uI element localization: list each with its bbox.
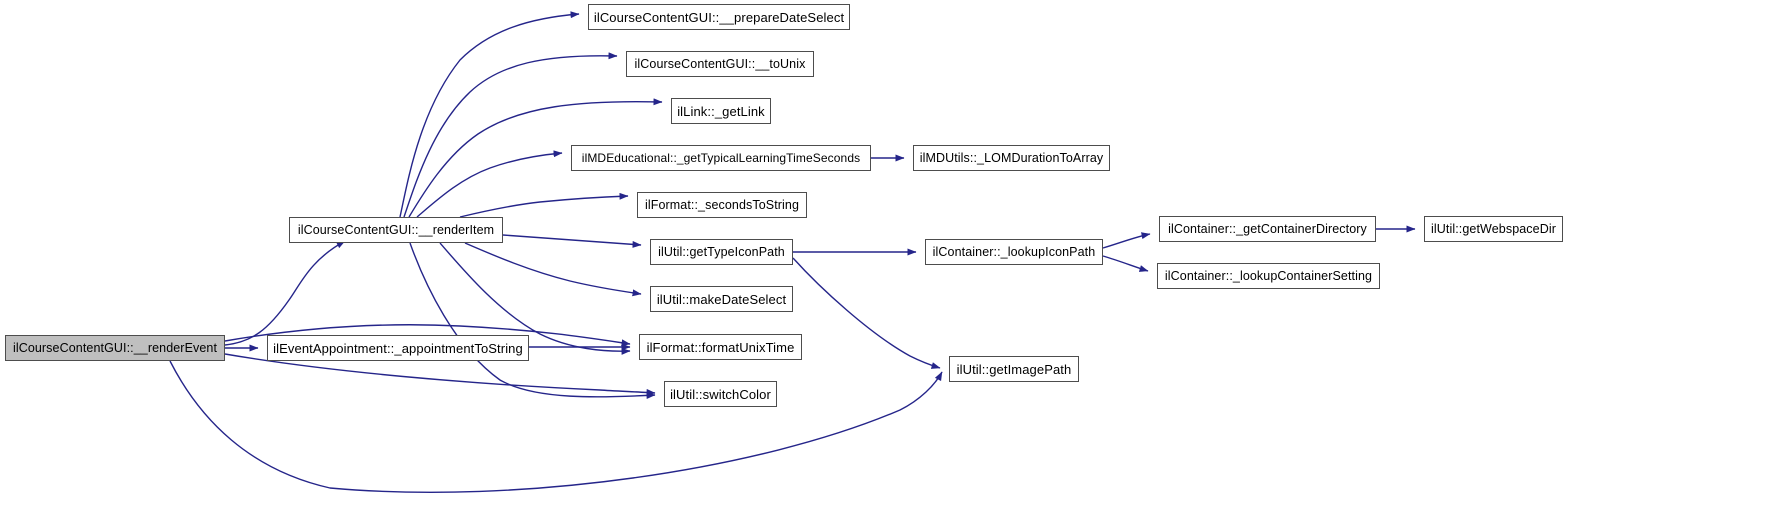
graph-node-label: ilCourseContentGUI::__renderEvent xyxy=(12,340,218,355)
graph-node-label: ilLink::_getLink xyxy=(677,103,765,119)
graph-node-switchColor[interactable]: ilUtil::switchColor xyxy=(664,381,777,407)
graph-node-label: ilCourseContentGUI::__prepareDateSelect xyxy=(593,9,845,25)
graph-node-label: ilUtil::getImagePath xyxy=(956,361,1072,377)
call-edge xyxy=(502,234,642,248)
call-edge xyxy=(403,52,618,218)
graph-node-formatUnixTime[interactable]: ilFormat::formatUnixTime xyxy=(639,334,802,360)
graph-node-label: ilMDUtils::_LOMDurationToArray xyxy=(919,150,1104,165)
graph-node-label: ilUtil::getWebspaceDir xyxy=(1431,221,1556,236)
call-edge xyxy=(169,360,943,493)
graph-node-lookupContainerSetting[interactable]: ilContainer::_lookupContainerSetting xyxy=(1157,263,1380,289)
graph-node-getTypeIconPath[interactable]: ilUtil::getTypeIconPath xyxy=(650,239,793,265)
graph-node-appointmentToString[interactable]: ilEventAppointment::_appointmentToString xyxy=(267,335,529,361)
graph-node-label: ilUtil::makeDateSelect xyxy=(656,291,787,307)
graph-node-getContainerDirectory[interactable]: ilContainer::_getContainerDirectory xyxy=(1159,216,1376,242)
graph-node-secondsToString[interactable]: ilFormat::_secondsToString xyxy=(637,192,807,218)
graph-node-getImagePath[interactable]: ilUtil::getImagePath xyxy=(949,356,1079,382)
call-edge xyxy=(399,11,580,218)
graph-node-getLink[interactable]: ilLink::_getLink xyxy=(671,98,771,124)
graph-node-lookupIconPath[interactable]: ilContainer::_lookupIconPath xyxy=(925,239,1103,265)
graph-node-renderItem[interactable]: ilCourseContentGUI::__renderItem xyxy=(289,217,503,243)
call-edge xyxy=(1102,232,1151,249)
graph-node-label: ilUtil::getTypeIconPath xyxy=(658,244,785,259)
graph-node-label: ilFormat::formatUnixTime xyxy=(646,339,795,355)
call-edge xyxy=(416,150,563,218)
graph-node-label: ilMDEducational::_getTypicalLearningTime… xyxy=(581,151,861,165)
graph-node-label: ilCourseContentGUI::__toUnix xyxy=(634,56,806,71)
graph-node-label: ilUtil::switchColor xyxy=(670,386,771,402)
graph-node-label: ilCourseContentGUI::__renderItem xyxy=(297,222,495,237)
call-edge xyxy=(792,257,941,369)
graph-node-label: ilContainer::_lookupIconPath xyxy=(932,244,1096,259)
graph-node-getWebspaceDir[interactable]: ilUtil::getWebspaceDir xyxy=(1424,216,1563,242)
graph-node-label: ilContainer::_lookupContainerSetting xyxy=(1164,268,1373,283)
call-edge xyxy=(1102,255,1149,272)
graph-node-label: ilEventAppointment::_appointmentToString xyxy=(273,340,523,356)
graph-node-typicalLearningTime[interactable]: ilMDEducational::_getTypicalLearningTime… xyxy=(571,145,871,171)
graph-node-prepareDateSelect[interactable]: ilCourseContentGUI::__prepareDateSelect xyxy=(588,4,850,30)
call-edge xyxy=(459,192,629,218)
graph-node-label: ilFormat::_secondsToString xyxy=(644,197,800,212)
call-edge xyxy=(224,240,346,346)
graph-node-makeDateSelect[interactable]: ilUtil::makeDateSelect xyxy=(650,286,793,312)
graph-node-label: ilContainer::_getContainerDirectory xyxy=(1168,221,1367,236)
call-edge xyxy=(464,242,642,297)
graph-node-renderEvent[interactable]: ilCourseContentGUI::__renderEvent xyxy=(5,335,225,361)
call-edge xyxy=(409,242,656,399)
graph-node-LOMDurationToArray[interactable]: ilMDUtils::_LOMDurationToArray xyxy=(913,145,1110,171)
graph-node-toUnix[interactable]: ilCourseContentGUI::__toUnix xyxy=(626,51,814,77)
